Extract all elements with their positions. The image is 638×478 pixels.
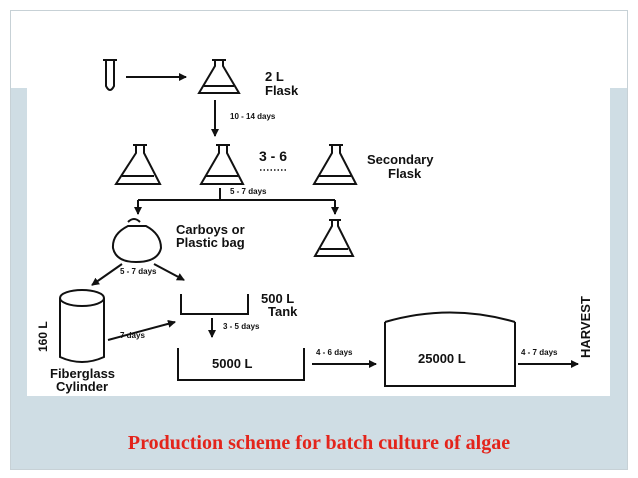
fiberglass-sublabel: Cylinder — [56, 379, 109, 394]
cylinder-160-label: 160 L — [36, 321, 50, 352]
days-10-14-label: 10 - 14 days — [230, 112, 276, 121]
diagram-panel — [27, 11, 610, 396]
carboys-sublabel: Plastic bag — [176, 235, 245, 250]
flask-2l-sublabel: Flask — [265, 83, 299, 98]
flask-icon — [199, 144, 245, 185]
flask-icon — [312, 144, 358, 185]
days-4-6-label: 4 - 6 days — [316, 348, 353, 357]
cylinder-icon — [59, 289, 105, 363]
days-7-label: 7 days — [120, 331, 145, 340]
tank-icon — [180, 294, 249, 315]
flask-icon — [114, 144, 162, 185]
secondary-flask-label: Secondary — [367, 152, 434, 167]
fiberglass-label: Fiberglass — [50, 366, 116, 381]
slide-caption: Production scheme for batch culture of a… — [127, 432, 511, 454]
harvest-label: HARVEST — [578, 296, 593, 358]
carboys-label: Carboys or — [176, 222, 245, 237]
flask-icon — [313, 219, 355, 257]
tank-icon — [177, 348, 305, 381]
tank-icon — [384, 311, 516, 387]
days-5-7-label-b: 5 - 7 days — [120, 267, 157, 276]
tank-25000-label: 25000 L — [418, 351, 466, 366]
days-4-7-label: 4 - 7 days — [521, 348, 558, 357]
flask-2l-label: 2 L — [265, 69, 284, 84]
days-3-5-label: 3 - 5 days — [223, 322, 260, 331]
tank-500-label: 500 L — [261, 291, 295, 306]
plastic-bag-icon — [111, 218, 163, 264]
flask-icon — [197, 59, 241, 94]
tank-5000-label: 5000 L — [212, 356, 253, 371]
count-3-6-label: 3 - 6 — [259, 148, 288, 164]
test-tube-icon — [103, 59, 117, 91]
tank-500-sublabel: Tank — [268, 304, 298, 319]
days-5-7-label-a: 5 - 7 days — [230, 187, 267, 196]
secondary-flask-sublabel: Flask — [388, 166, 422, 181]
